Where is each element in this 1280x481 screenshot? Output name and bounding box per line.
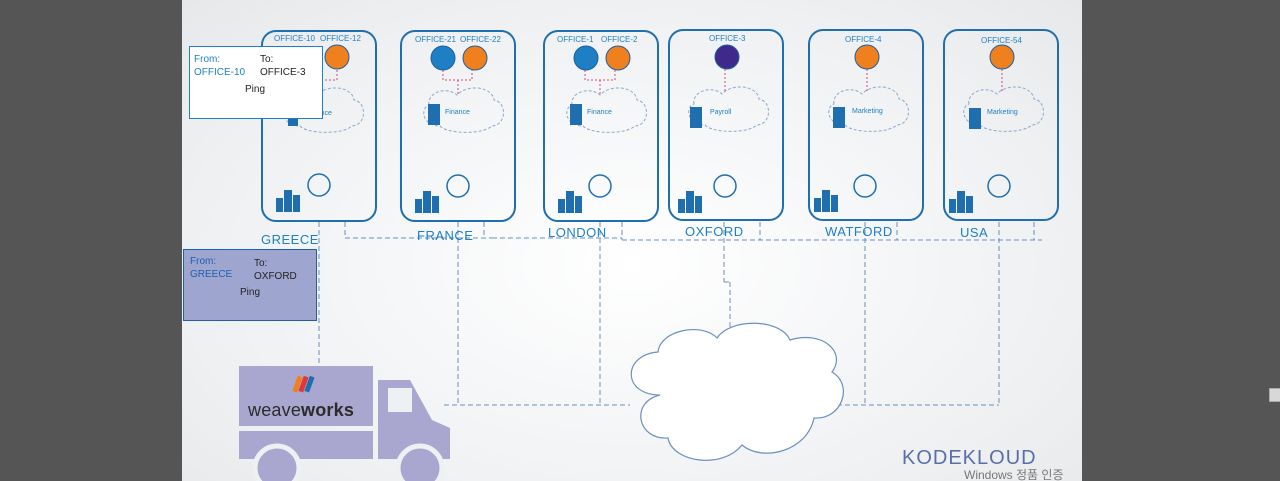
network-links: [318, 222, 1042, 406]
host-building-icons: [276, 104, 981, 213]
node-boxes: [261, 29, 1059, 222]
weaveworks-logo-mark: [292, 375, 315, 393]
container-office-21: [430, 45, 456, 71]
office-label: OFFICE-2: [601, 35, 638, 44]
dept-label: Finance: [445, 109, 470, 116]
office-building-icon: [690, 107, 702, 128]
network-cloud: [566, 87, 647, 133]
building-icon: [678, 191, 702, 213]
node-label-greece: GREECE: [261, 232, 319, 247]
kodekloud-brand: KODEKLOUD: [902, 447, 1037, 469]
office-building-icon: [428, 104, 440, 125]
node-box-oxford: [668, 29, 784, 221]
network-cloud: [423, 87, 504, 133]
node-box-london: [543, 30, 659, 222]
interface-london: [588, 174, 612, 198]
interface-greece: [307, 173, 331, 197]
node-label-oxford: OXFORD: [685, 224, 744, 239]
building-icon: [276, 190, 300, 212]
right-margin: [1082, 0, 1280, 481]
dept-label: Marketing: [852, 108, 883, 115]
slide-canvas: OFFICE-10 OFFICE-12 OFFICE-21 OFFICE-22 …: [182, 0, 1082, 481]
ping-popup-node: From: GREECE To: OXFORD Ping: [183, 249, 317, 321]
office-label: OFFICE-4: [845, 35, 882, 44]
node-box-watford: [808, 29, 924, 221]
interface-oxford: [713, 174, 737, 198]
from-value: OFFICE-10: [194, 67, 246, 78]
building-icon: [415, 191, 439, 213]
weaveworks-logo: weaveworks: [248, 400, 354, 421]
to-value: OFFICE-3: [260, 67, 306, 78]
building-icon: [814, 190, 838, 212]
container-office-54: [989, 44, 1015, 70]
dept-label: Marketing: [987, 109, 1018, 116]
from-label: From:: [194, 54, 221, 65]
building-icon: [949, 191, 973, 213]
dept-label: Payroll: [710, 109, 732, 116]
office-label: OFFICE-1: [557, 35, 594, 44]
container-links: [318, 69, 1003, 95]
logo-weave: weave: [248, 400, 302, 420]
interface-usa: [987, 174, 1011, 198]
truck-icon: [239, 366, 450, 481]
interface-france: [446, 174, 470, 198]
to-value: OXFORD: [254, 271, 297, 282]
office-label: OFFICE-54: [981, 36, 1022, 45]
office-label: OFFICE-12: [320, 34, 361, 43]
office-building-icon: [833, 107, 845, 128]
container-office-2: [605, 45, 631, 71]
to-label: To:: [254, 258, 268, 269]
node-box-usa: [943, 29, 1059, 221]
office-label: OFFICE-10: [274, 34, 315, 43]
ping-action: Ping: [240, 287, 261, 298]
office-label: OFFICE-22: [460, 35, 501, 44]
office-label: OFFICE-21: [415, 35, 456, 44]
node-label-france: FRANCE: [417, 228, 474, 243]
internet-cloud: [630, 322, 844, 461]
containers: [324, 44, 1015, 71]
office-label: OFFICE-3: [709, 34, 746, 43]
left-margin: [0, 0, 182, 481]
container-office-3: [714, 44, 740, 70]
ping-popup-office: From: OFFICE-10 To: OFFICE-3 Ping: [189, 46, 323, 119]
from-value: GREECE: [190, 269, 233, 280]
office-building-icon: [570, 104, 582, 125]
container-office-22: [462, 45, 488, 71]
office-building-icon: [969, 108, 981, 129]
building-icon: [558, 191, 582, 213]
node-label-usa: USA: [960, 225, 989, 240]
node-interfaces: [307, 173, 1011, 198]
network-diagram: [239, 29, 1059, 481]
node-box-france: [400, 30, 516, 222]
container-office-1: [573, 45, 599, 71]
ping-action: Ping: [245, 84, 266, 95]
container-office-12: [324, 44, 350, 70]
from-label: From:: [190, 256, 217, 267]
node-networks: [283, 86, 1044, 133]
container-office-4: [854, 44, 880, 70]
dept-label: Finance: [587, 109, 612, 116]
node-label-london: LONDON: [548, 225, 607, 240]
windows-watermark: Windows 정품 인증: [964, 468, 1064, 481]
to-label: To:: [260, 54, 274, 65]
node-label-watford: WATFORD: [825, 224, 893, 239]
node-box-greece: [261, 30, 377, 222]
scrollbar-thumb[interactable]: [1269, 388, 1280, 402]
interface-watford: [853, 174, 877, 198]
logo-works: works: [301, 400, 355, 420]
